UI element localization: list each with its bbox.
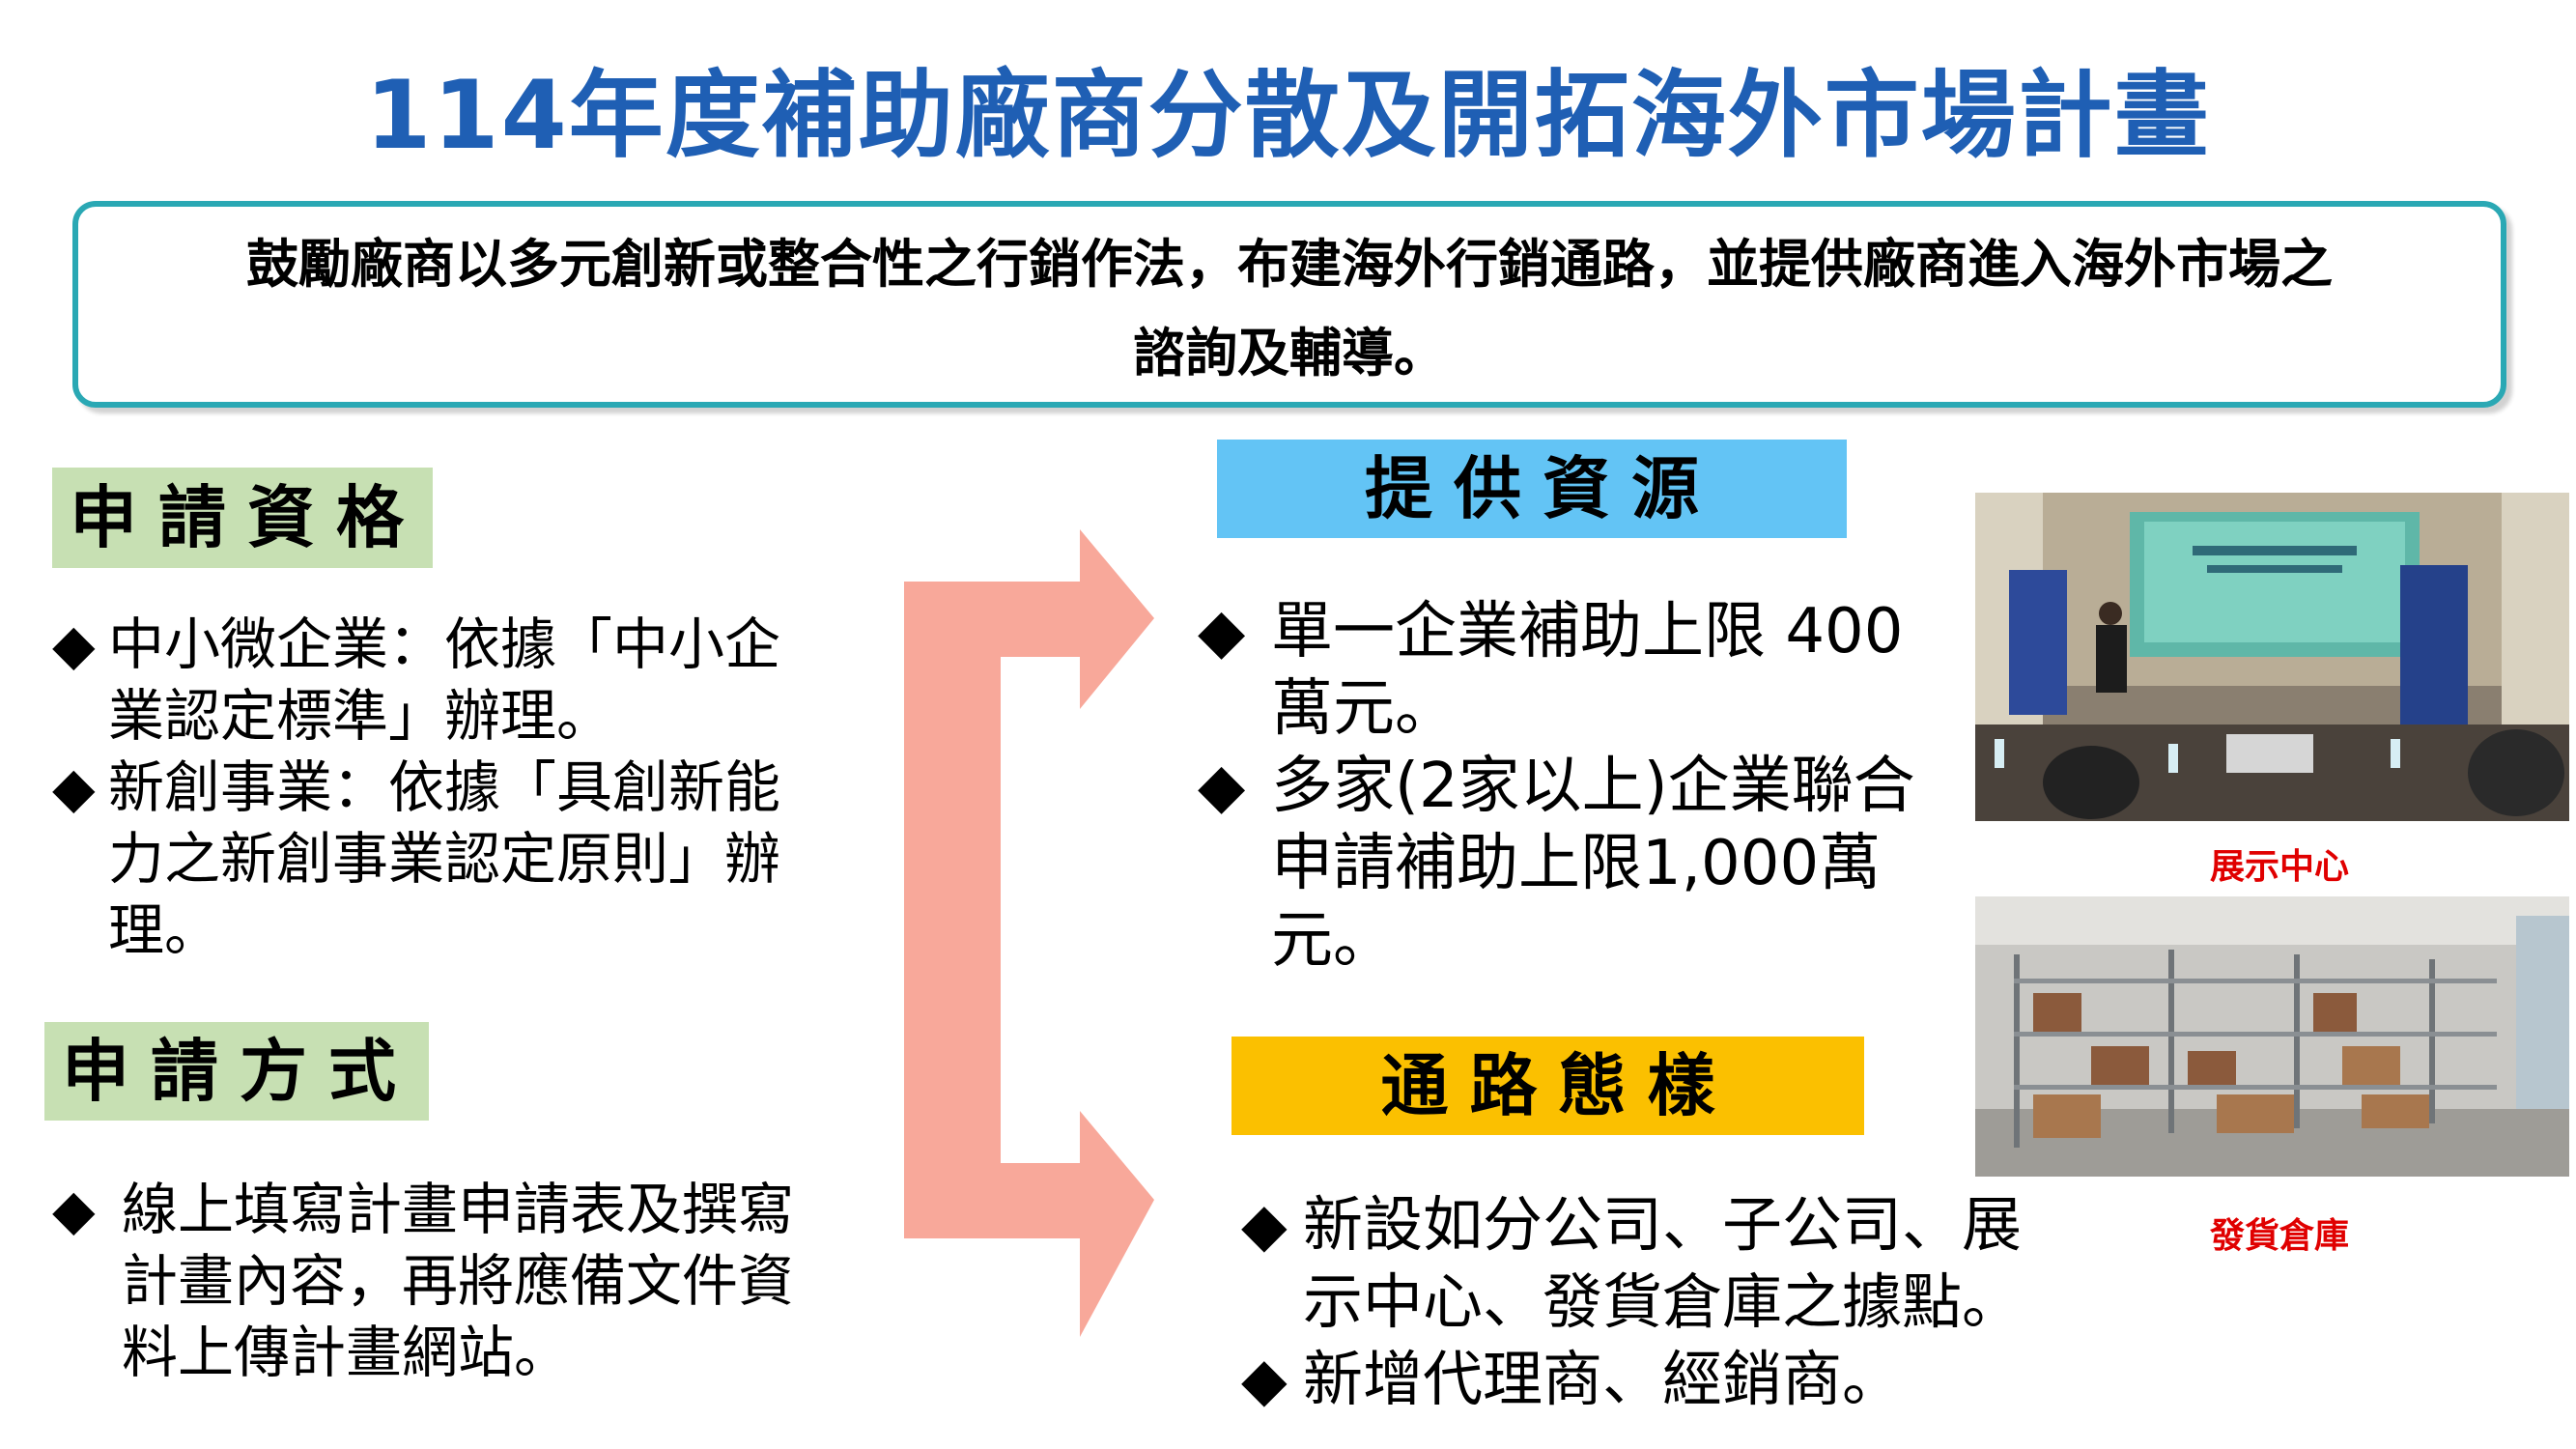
page-title: 114年度補助廠商分散及開拓海外市場計畫 [365,61,2211,171]
diamond-bullet-icon: ◆ [1241,1189,1288,1260]
item-line: 新增代理商、經銷商。 [1303,1344,1903,1414]
method-item-online: ◆ 線上填寫計畫申請表及撰寫 計畫內容，再將應備文件資 料上傳計畫網站。 [52,1174,854,1388]
resources-item-joint: ◆ 多家(2家以上)企業聯合 申請補助上限1,000萬 元。 [1198,748,1951,980]
intro-box: 鼓勵廠商以多元創新或整合性之行銷作法，布建海外行銷通路，並提供廠商進入海外市場之… [72,201,2506,408]
method-label: 申請方式 [44,1022,429,1121]
qualification-item-sme: ◆ 中小微企業：依據「中小企 業認定標準」辦理。 [52,609,854,752]
channels-label: 通路態樣 [1231,1037,1864,1135]
showroom-photo [1975,493,2569,821]
channels-list: ◆ 新設如分公司、子公司、展 示中心、發貨倉庫之據點。 ◆ 新增代理商、經銷商。 [1241,1186,2130,1418]
diamond-bullet-icon: ◆ [52,1177,96,1242]
item-line: 業認定標準」辦理。 [108,683,613,749]
diamond-bullet-icon: ◆ [52,754,96,820]
diamond-bullet-icon: ◆ [1241,1344,1288,1414]
resources-list: ◆ 單一企業補助上限 400 萬元。 ◆ 多家(2家以上)企業聯合 申請補助上限… [1198,593,1951,980]
diamond-bullet-icon: ◆ [1198,596,1246,668]
intro-line-2: 諮詢及輔導。 [1133,323,1446,384]
item-line: 中小微企業：依據「中小企 [108,611,781,677]
item-line: 新創事業：依據「具創新能 [108,754,781,820]
resources-label: 提供資源 [1217,440,1847,538]
double-arrow-shape [904,529,1154,1337]
item-line: 新設如分公司、子公司、展 [1303,1189,2023,1260]
warehouse-photo [1975,896,2569,1177]
item-line: 多家(2家以上)企業聯合 [1271,751,1915,822]
qualification-list: ◆ 中小微企業：依據「中小企 業認定標準」辦理。 ◆ 新創事業：依據「具創新能 … [52,609,854,966]
item-line: 申請補助上限1,000萬 [1271,828,1882,899]
item-line: 料上傳計畫網站。 [122,1320,571,1385]
item-line: 單一企業補助上限 400 [1271,596,1904,668]
bracket-arrow-icon [904,529,1154,1337]
item-line: 萬元。 [1271,673,1457,745]
item-line: 計畫內容，再將應備文件資 [122,1248,795,1314]
resources-item-single: ◆ 單一企業補助上限 400 萬元。 [1198,593,1951,748]
channels-item-agent: ◆ 新增代理商、經銷商。 [1241,1341,2130,1418]
item-line: 示中心、發貨倉庫之據點。 [1303,1266,2023,1337]
qualification-item-startup: ◆ 新創事業：依據「具創新能 力之新創事業認定原則」辦 理。 [52,752,854,966]
showroom-caption: 展示中心 [2209,847,2349,887]
qualification-label: 申請資格 [52,468,433,568]
warehouse-caption: 發貨倉庫 [2209,1216,2349,1256]
channels-item-branch: ◆ 新設如分公司、子公司、展 示中心、發貨倉庫之據點。 [1241,1186,2130,1341]
item-line: 線上填寫計畫申請表及撰寫 [122,1177,795,1242]
intro-line-1: 鼓勵廠商以多元創新或整合性之行銷作法，布建海外行銷通路，並提供廠商進入海外市場之 [246,234,2333,295]
diamond-bullet-icon: ◆ [52,611,96,677]
diamond-bullet-icon: ◆ [1198,751,1246,822]
item-line: 元。 [1271,905,1395,977]
item-line: 理。 [108,897,221,963]
item-line: 力之新創事業認定原則」辦 [108,826,781,892]
method-list: ◆ 線上填寫計畫申請表及撰寫 計畫內容，再將應備文件資 料上傳計畫網站。 [52,1174,854,1388]
